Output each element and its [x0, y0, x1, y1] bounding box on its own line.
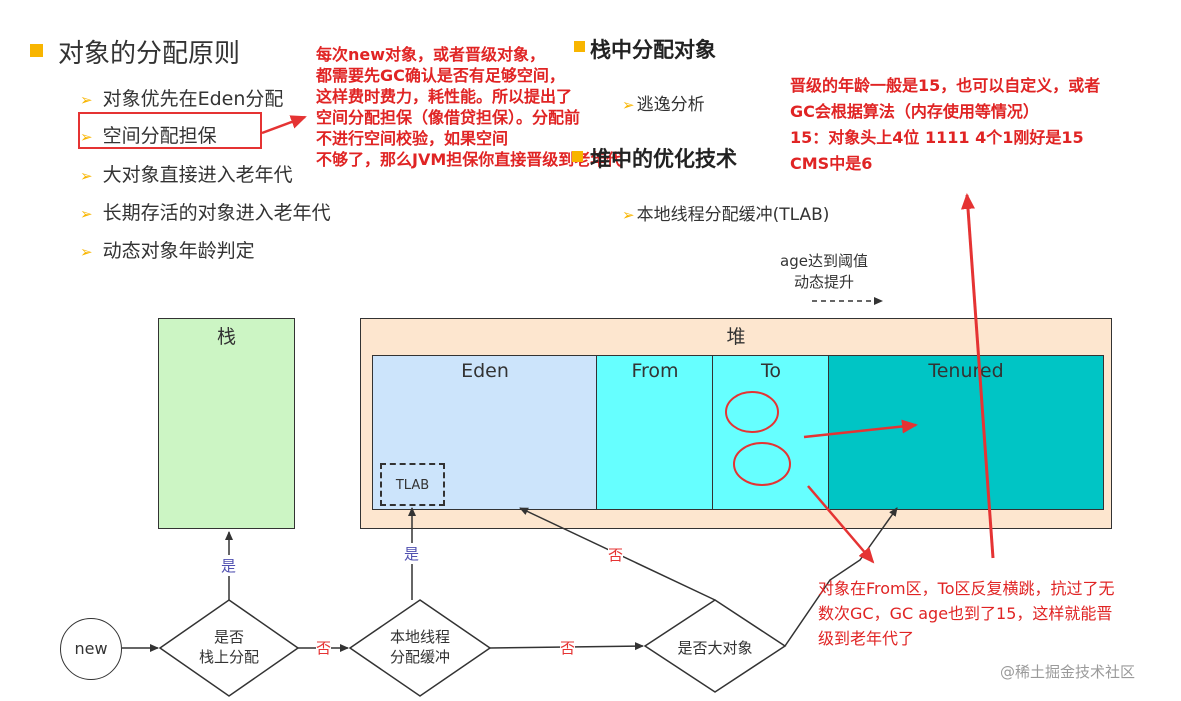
no-label-d3: 否 — [608, 544, 624, 565]
principle-item-5: ➢动态对象年龄判定 — [80, 240, 255, 262]
heap-label: 堆 — [726, 326, 746, 348]
from-label: From — [631, 360, 679, 382]
tlab-box — [380, 463, 445, 506]
principle-item-4: ➢长期存活的对象进入老年代 — [80, 202, 331, 224]
stack-decision-diamond — [158, 599, 300, 697]
principle-item-1: ➢对象优先在Eden分配 — [80, 88, 284, 110]
yes-label-stack: 是 — [221, 555, 237, 576]
eden-label: Eden — [461, 360, 509, 382]
arrow-bullet-icon: ➢ — [80, 91, 93, 109]
promotion-note: 对象在From区，To区反复横跳，抗过了无 数次GC，GC age也到了15，这… — [818, 579, 1115, 648]
new-label: new — [74, 639, 108, 658]
dynamic-note: age达到阈值 动态提升 — [780, 252, 868, 291]
note-pointer-arrow — [807, 485, 875, 564]
guarantee-note: 每次new对象，或者晋级对象， 都需要先GC确认是否有足够空间， 这样费时费力，… — [316, 45, 623, 169]
section-bullet — [574, 41, 585, 52]
d2-label: 本地线程 分配缓冲 — [389, 628, 450, 666]
d1-label: 是否 栈上分配 — [198, 628, 259, 666]
arrow-bullet-icon: ➢ — [80, 128, 93, 146]
stack-alloc-title: 栈中分配对象 — [590, 38, 716, 62]
stack-label: 栈 — [216, 326, 236, 348]
page-title: 对象的分配原则 — [58, 39, 241, 69]
tenured-region — [828, 355, 1104, 510]
highlight-box — [78, 112, 262, 149]
heap-opt-item: ➢本地线程分配缓冲(TLAB) — [622, 205, 830, 225]
d3-label: 是否大对象 — [677, 639, 753, 657]
section-bullet — [572, 151, 583, 162]
large-object-diamond — [643, 599, 787, 693]
survivor-object-circle — [725, 391, 779, 433]
heap-opt-title: 堆中的优化技术 — [590, 147, 737, 171]
arrow-bullet-icon: ➢ — [622, 206, 635, 224]
from-region — [596, 355, 714, 510]
to-label: To — [760, 360, 781, 382]
no-label-d2: 否 — [560, 637, 576, 658]
principle-item-3: ➢大对象直接进入老年代 — [80, 164, 293, 186]
tlab-label: TLAB — [395, 478, 430, 493]
stack-region — [158, 318, 295, 529]
tenured-label: Tenured — [928, 360, 1004, 382]
arrow-bullet-icon: ➢ — [80, 167, 93, 185]
survivor-object-circle — [733, 442, 791, 486]
arrow-bullet-icon: ➢ — [80, 205, 93, 223]
age-note: 晋级的年龄一般是15，也可以自定义，或者 GC会根据算法（内存使用等情况） 15… — [790, 76, 1101, 173]
age-pointer-arrow — [961, 193, 995, 559]
no-label-d1: 否 — [316, 637, 332, 658]
d3-to-tenured-line — [784, 507, 898, 647]
promotion-red-arrow — [803, 419, 918, 439]
title-bullet — [30, 44, 43, 57]
principle-item-2: ➢空间分配担保 — [80, 125, 217, 147]
yes-label-tlab: 是 — [404, 543, 420, 564]
guarantee-pointer-arrow — [261, 115, 307, 135]
watermark: @稀土掘金技术社区 — [1000, 663, 1136, 681]
arrow-bullet-icon: ➢ — [80, 243, 93, 261]
eden-region — [372, 355, 598, 510]
tlab-decision-diamond — [348, 599, 492, 697]
arrow-bullet-icon: ➢ — [622, 96, 635, 114]
stack-alloc-item: ➢逃逸分析 — [622, 95, 705, 115]
new-node — [60, 618, 122, 680]
